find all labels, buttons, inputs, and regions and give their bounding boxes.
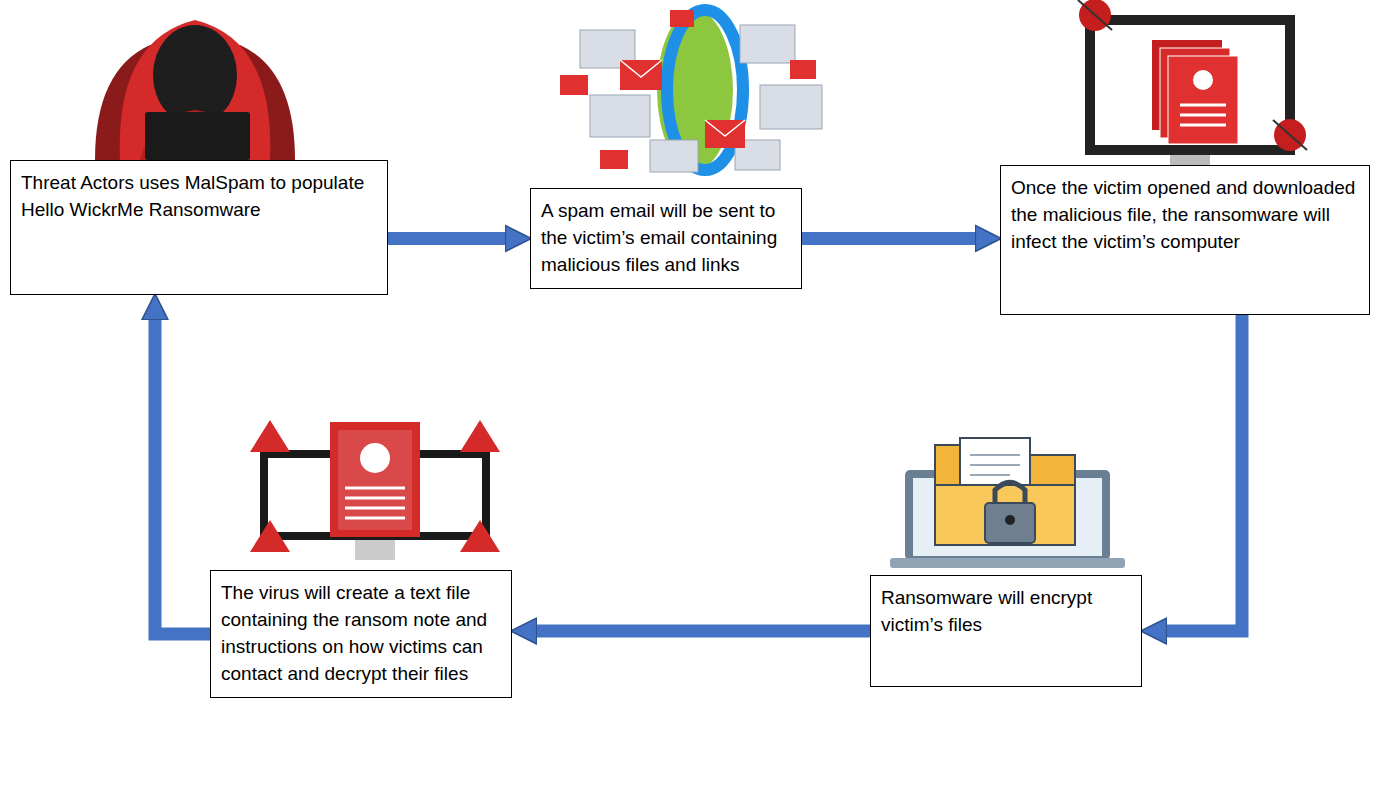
arrow-head (155, 295, 156, 315)
step-text: Threat Actors uses MalSpam to populate H… (21, 169, 377, 223)
text-box: Once the victim opened and downloaded th… (1000, 165, 1370, 315)
text-box: The virus will create a text file contai… (210, 570, 512, 698)
flow-arrow (802, 232, 980, 245)
infected-monitor-illustration (1078, 0, 1307, 173)
spam-email-illustration (560, 10, 822, 172)
flow-arrow (155, 315, 210, 634)
arrow-head (1142, 631, 1162, 632)
encrypted-laptop-illustration (890, 438, 1125, 568)
flow-arrow (532, 625, 870, 638)
flow-arrow (388, 232, 510, 245)
text-box: Threat Actors uses MalSpam to populate H… (10, 160, 388, 295)
text-box: Ransomware will encrypt victim’s files (870, 575, 1142, 687)
step-text: A spam email will be sent to the victim’… (541, 197, 791, 278)
ransom-note-monitor-illustration (250, 420, 500, 560)
step-text: The virus will create a text file contai… (221, 579, 501, 687)
arrow-head (510, 238, 530, 239)
arrow-head (512, 631, 532, 632)
hacker-illustration (95, 20, 295, 160)
flow-arrow (1162, 315, 1242, 631)
step-text: Once the victim opened and downloaded th… (1011, 174, 1359, 255)
text-box: A spam email will be sent to the victim’… (530, 188, 802, 289)
step-text: Ransomware will encrypt victim’s files (881, 584, 1131, 638)
arrow-head (980, 238, 1000, 239)
